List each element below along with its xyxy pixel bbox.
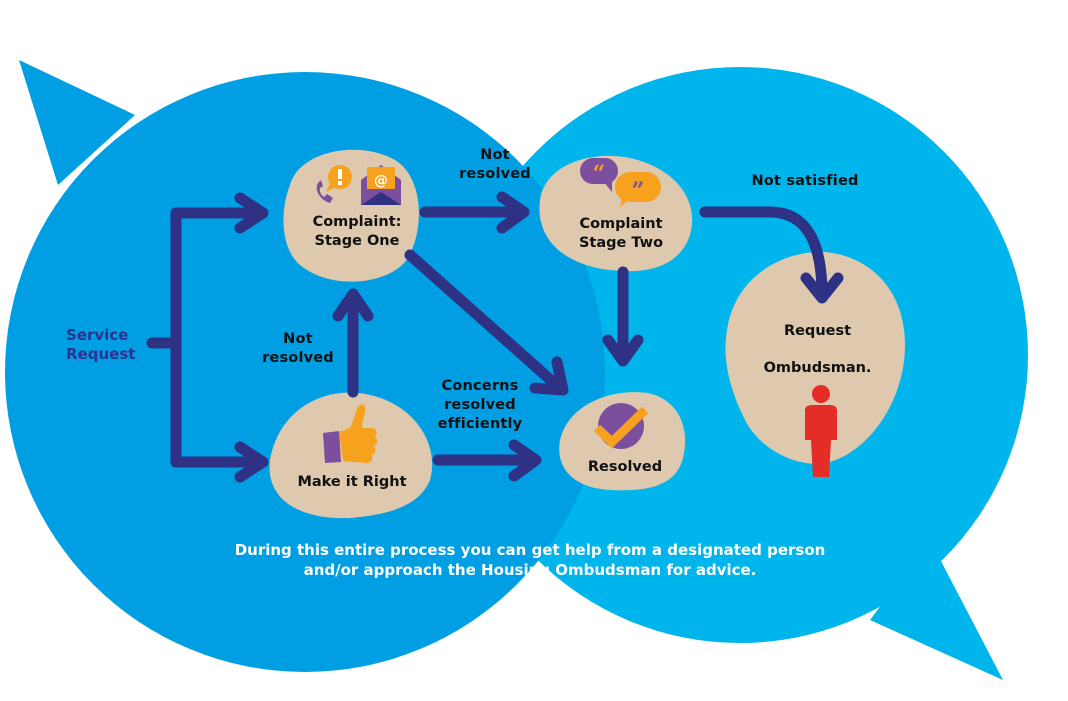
edge-label-stage1-to-stage2: Not resolved — [450, 146, 540, 184]
stage-one-line2: Stage One — [314, 233, 400, 249]
left-bubble-tail — [19, 60, 135, 185]
ombudsman-line1: Request — [783, 323, 852, 339]
check-circle-icon — [593, 403, 649, 449]
arrow-make-it-right-to-stage-one — [332, 288, 374, 398]
make-it-right-line1: Make it Right — [297, 474, 407, 490]
edge-label-stage2-to-ombudsman: Not satisfied — [740, 172, 870, 191]
arrow-service-bracket — [146, 207, 182, 468]
edge-label-line: Not — [283, 331, 313, 347]
node-stage-two-label: Complaint Stage Two — [556, 215, 686, 253]
node-ombudsman-label: Request Ombudsman. — [750, 322, 885, 378]
footer-line2: and/or approach the Housing Ombudsman fo… — [303, 561, 757, 579]
resolved-line1: Resolved — [587, 459, 663, 475]
stage-two-line1: Complaint — [579, 216, 663, 232]
node-resolved-label: Resolved — [575, 458, 675, 477]
arrow-to-make-it-right — [170, 441, 269, 483]
stage-two-line2: Stage Two — [578, 235, 664, 251]
quote-bubble-close-icon: ” — [615, 172, 661, 207]
ombudsman-line2: Ombudsman. — [763, 360, 872, 376]
svg-text:@: @ — [374, 173, 388, 189]
arrow-stage-one-to-resolved — [404, 249, 569, 396]
svg-text:”: ” — [632, 178, 645, 204]
node-ombudsman-blob — [725, 251, 905, 464]
arrow-stage-two-to-resolved — [602, 266, 644, 367]
node-make-it-right-label: Make it Right — [287, 473, 417, 492]
edge-label-line: Concerns — [441, 378, 519, 394]
left-bubble-body — [5, 72, 605, 672]
quote-bubble-open-icon: “ — [580, 158, 618, 192]
exclamation-bubble-icon — [326, 165, 352, 192]
person-icon — [805, 385, 837, 477]
service-request-line1: Service — [66, 326, 129, 344]
edge-label-mir-to-resolved: Concerns resolved efficiently — [425, 377, 535, 434]
footer-line1: During this entire process you can get h… — [234, 541, 826, 559]
edge-label-line: Not satisfied — [751, 173, 859, 189]
arrow-make-it-right-to-resolved — [432, 439, 542, 482]
svg-text:“: “ — [593, 161, 606, 187]
edge-label-line: resolved — [444, 397, 516, 413]
phone-icon — [316, 180, 333, 203]
edge-label-line: resolved — [459, 166, 531, 182]
arrow-stage-one-to-stage-two — [419, 191, 530, 234]
edge-label-line: efficiently — [437, 416, 523, 432]
arrow-stage-two-to-ombudsman — [699, 206, 844, 304]
thumbs-up-icon — [323, 404, 378, 463]
left-speech-bubble — [5, 60, 605, 672]
edge-label-line: resolved — [262, 350, 334, 366]
right-bubble-tail — [870, 540, 1003, 680]
service-request-label: Service Request — [66, 326, 135, 364]
edge-label-line: Not — [480, 147, 510, 163]
service-request-line2: Request — [66, 345, 136, 363]
footer-note: During this entire process you can get h… — [150, 540, 910, 580]
stage-one-line1: Complaint: — [312, 214, 402, 230]
flow-arrows — [146, 191, 844, 483]
node-stage-one-label: Complaint: Stage One — [297, 213, 417, 251]
email-envelope-icon: @ — [361, 165, 401, 205]
arrow-to-stage-one — [170, 192, 269, 234]
edge-label-mir-to-stage1: Not resolved — [253, 330, 343, 368]
